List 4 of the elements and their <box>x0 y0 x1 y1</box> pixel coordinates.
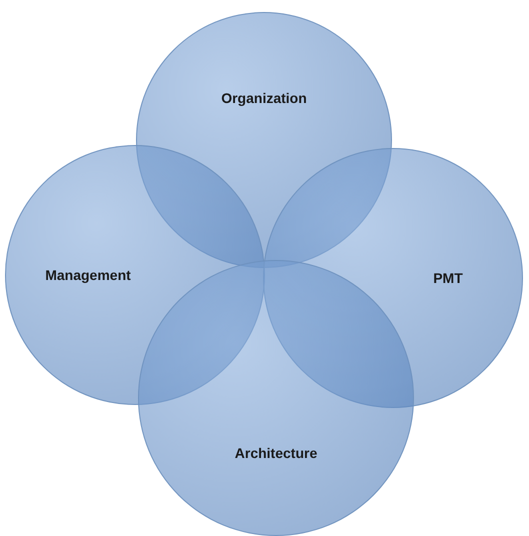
circle-label: Architecture <box>234 445 318 461</box>
circle-label: Management <box>45 267 131 283</box>
circle-label: PMT <box>433 270 463 286</box>
circle-label: Organization <box>221 90 307 106</box>
